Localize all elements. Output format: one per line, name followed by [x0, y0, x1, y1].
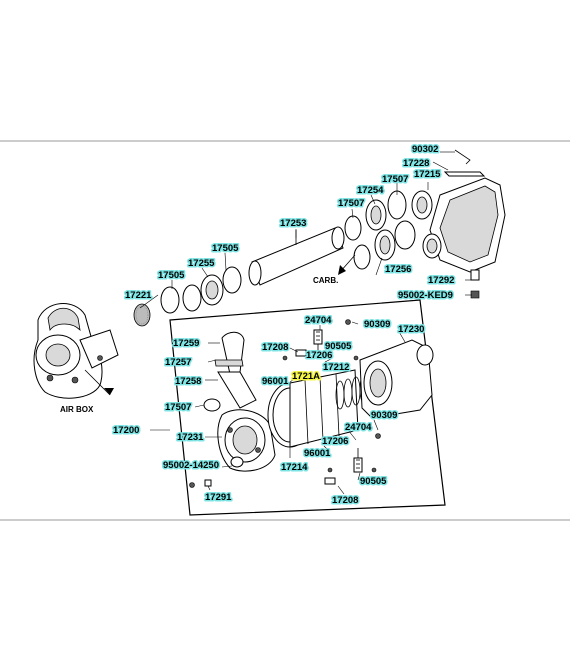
part-number-90505_low: 90505 — [360, 476, 387, 487]
hose-connectors-top — [344, 190, 416, 270]
part-number-17215: 17215 — [414, 169, 441, 180]
filter-element — [267, 369, 359, 448]
part-number-24704_low: 24704 — [345, 422, 372, 433]
carb-direction-arrow — [338, 254, 356, 275]
part-number-17254: 17254 — [357, 185, 384, 196]
part-number-17257: 17257 — [165, 357, 191, 368]
part-number-17228: 17228 — [403, 158, 429, 169]
part-number-17206_top: 17206 — [306, 350, 332, 361]
air-box-illustration: AIR BOX — [33, 303, 119, 414]
part-number-17258: 17258 — [175, 376, 201, 387]
part-number-17212: 17212 — [323, 362, 349, 373]
part-number-17256: 17256 — [385, 264, 411, 275]
hose-clamps-left — [160, 266, 242, 314]
part-number-90505_top: 90505 — [325, 341, 352, 352]
part-number-1721A: 1721A — [292, 371, 320, 382]
bracket-17228 — [443, 171, 486, 177]
intake-duct-17253 — [248, 226, 345, 286]
part-number-17253: 17253 — [280, 218, 306, 229]
part-number-24704_top: 24704 — [305, 315, 332, 326]
part-number-95002_14250: 95002-14250 — [163, 460, 219, 471]
assembly-frame — [169, 299, 446, 516]
part-number-17230: 17230 — [398, 324, 424, 335]
part-number-17507_low: 17507 — [165, 402, 191, 413]
part-number-90309_low: 90309 — [371, 410, 397, 421]
part-number-17505: 17505 — [212, 243, 239, 254]
mesh-screen-17221 — [133, 303, 151, 327]
carb-label: CARB. — [313, 276, 338, 285]
part-number-17208_top: 17208 — [262, 342, 288, 353]
part-number-17208_low: 17208 — [332, 495, 358, 506]
part-number-96001_low: 96001 — [304, 448, 331, 459]
part-number-17507_mid: 17507 — [338, 198, 364, 209]
part-number-17200: 17200 — [113, 425, 139, 436]
part-number-17231: 17231 — [177, 432, 204, 443]
part-number-96001_top: 96001 — [262, 376, 289, 387]
part-number-17505_left: 17505 — [158, 270, 185, 281]
part-number-90302: 90302 — [412, 144, 438, 155]
air-box-label: AIR BOX — [60, 405, 94, 414]
part-number-17206_low: 17206 — [322, 436, 348, 447]
part-number-95002_ked9: 95002-KED9 — [398, 290, 453, 301]
part-number-17221: 17221 — [125, 290, 152, 301]
filter-cap-17230 — [359, 339, 434, 419]
part-number-17255: 17255 — [188, 258, 215, 269]
part-number-17214: 17214 — [281, 462, 308, 473]
part-number-17292: 17292 — [428, 275, 454, 286]
breather-hoses — [203, 331, 257, 412]
bolts-upper — [282, 319, 359, 361]
leader-lines — [139, 151, 472, 495]
part-number-90309_top: 90309 — [364, 319, 390, 330]
air-filter-housing-17215 — [411, 177, 506, 299]
part-number-17291: 17291 — [205, 492, 232, 503]
part-number-17259: 17259 — [173, 338, 199, 349]
filter-case-17231 — [217, 409, 276, 472]
part-number-17507_top: 17507 — [382, 174, 408, 185]
clip-90302 — [454, 149, 471, 165]
